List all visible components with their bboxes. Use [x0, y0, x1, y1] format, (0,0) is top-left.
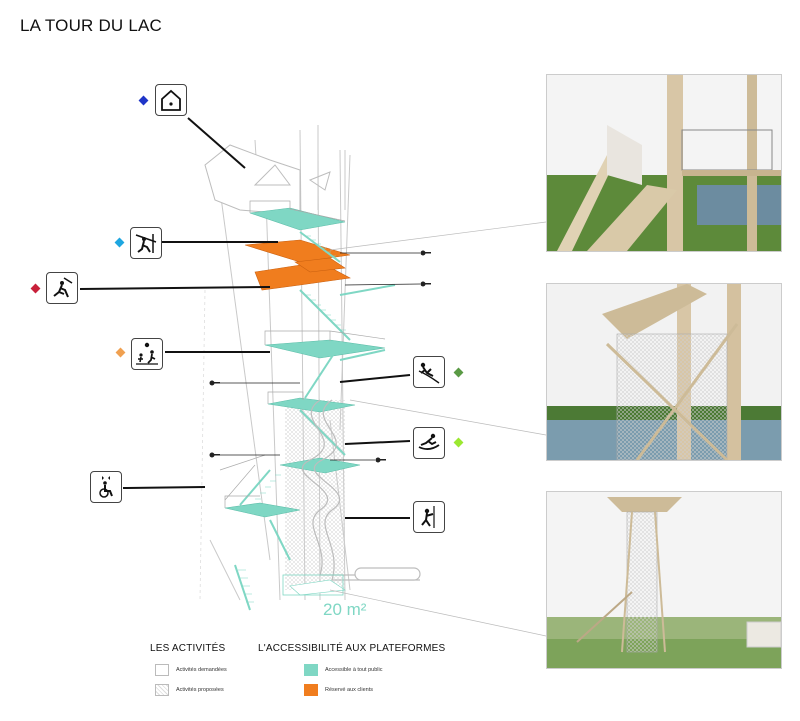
cabin	[204, 144, 331, 216]
climbing-icon	[46, 272, 78, 304]
render-photo-top	[546, 74, 782, 252]
client-platforms	[244, 239, 351, 291]
render-photo-bottom	[546, 491, 782, 669]
legend-label: Réservé aux clients	[325, 687, 373, 693]
kids-play-icon	[131, 338, 163, 370]
railings	[219, 200, 386, 508]
slide	[301, 399, 421, 581]
slide-icon	[413, 356, 445, 388]
stairs	[234, 231, 396, 611]
sledding-icon	[413, 427, 445, 459]
abseiling-icon	[413, 501, 445, 533]
legend-label: Activités proposées	[176, 687, 224, 693]
mesh-facade	[285, 400, 345, 590]
photo-connectors	[329, 221, 547, 637]
zipline-icon	[130, 227, 162, 259]
legend-swatch-plain	[155, 664, 169, 676]
legend-item-requested: Activités demandées	[155, 664, 227, 676]
legend-swatch-clients	[304, 684, 318, 696]
legend-label: Activités demandées	[176, 667, 227, 673]
legend-item-proposed: Activités proposées	[155, 684, 224, 696]
key-leaders	[215, 252, 421, 461]
public-platforms	[224, 207, 386, 596]
area-label: 20 m²	[323, 600, 367, 619]
cabin-icon	[155, 84, 187, 116]
legend-swatch-public	[304, 664, 318, 676]
accessibility-icon	[90, 471, 122, 503]
legend-activities-heading: LES ACTIVITÉS	[150, 643, 226, 654]
stair-steps	[238, 235, 346, 603]
legend-item-clients: Réservé aux clients	[304, 684, 373, 696]
legend-accessibility-heading: L'ACCESSIBILITÉ AUX PLATEFORMES	[258, 643, 446, 654]
leader-lines	[79, 117, 411, 519]
legend-item-public: Accessible à tout public	[304, 664, 382, 676]
key-icon	[209, 250, 431, 463]
page-title: LA TOUR DU LAC	[20, 16, 162, 35]
render-photo-middle	[546, 283, 782, 461]
legend-swatch-hatched	[155, 684, 169, 696]
legend-label: Accessible à tout public	[325, 667, 383, 673]
